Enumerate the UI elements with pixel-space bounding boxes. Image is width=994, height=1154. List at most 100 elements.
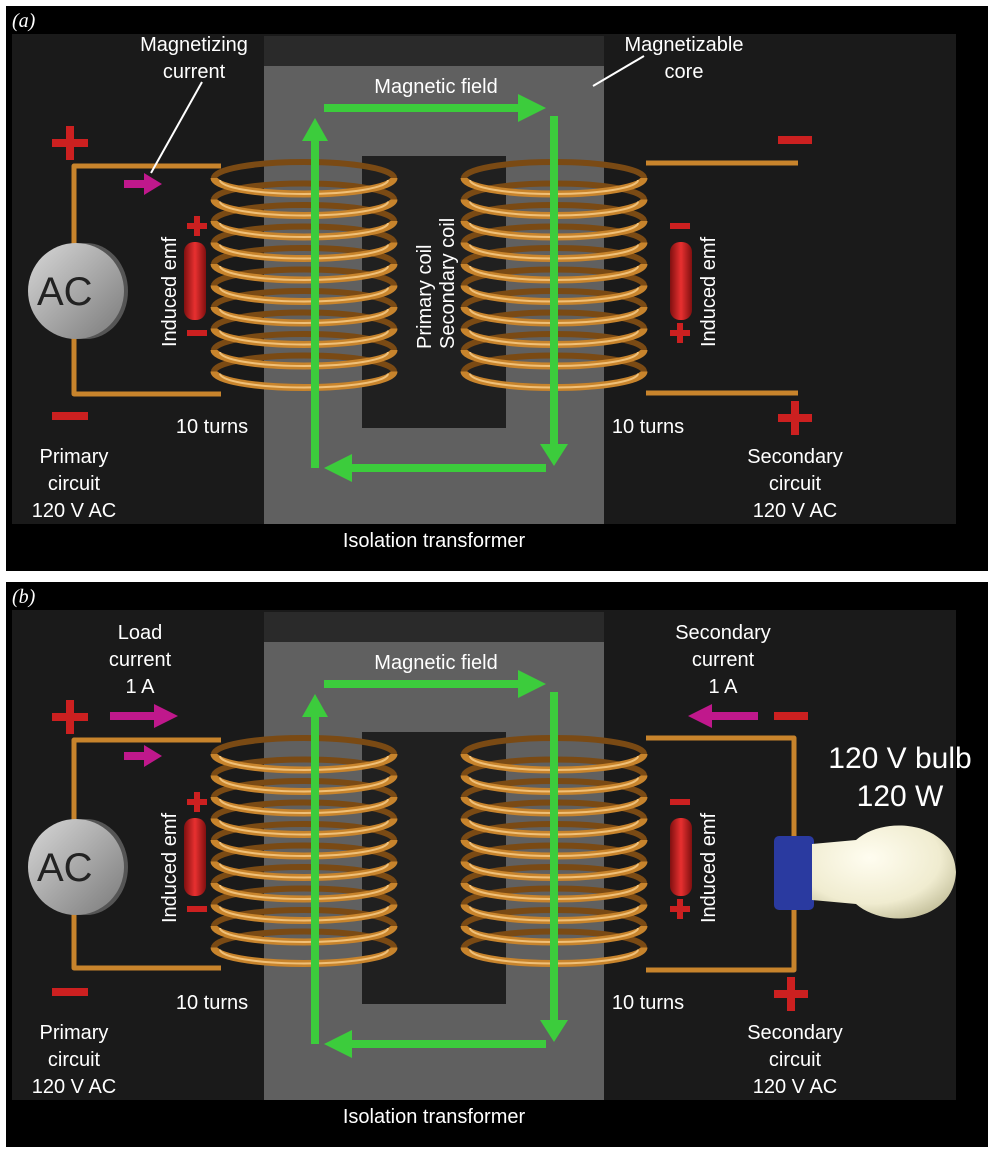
minus-sign [778, 136, 812, 144]
core-top-laminations [264, 36, 604, 66]
ac-source [28, 243, 128, 339]
magnetizing-current-label: Magnetizing current [140, 34, 248, 83]
emf-cylinder-primary [184, 818, 206, 896]
field-arrow-up [302, 118, 328, 468]
panel-letter-a: (a) [12, 10, 36, 32]
primary-coil-winding-back [211, 202, 397, 222]
primary-wire [71, 163, 221, 397]
transformer-drawing-b [12, 610, 956, 1100]
primary-coil-winding-highlight [219, 373, 389, 389]
secondary-current-label: Secondary current 1 A [675, 622, 771, 698]
secondary-coil-label: Secondary coil [437, 217, 459, 349]
minus-sign [774, 712, 808, 720]
induced-emf-primary-label: Induced emf [159, 236, 181, 347]
primary-coil-winding-highlight [219, 308, 389, 324]
primary-turns-label: 10 turns [175, 416, 249, 438]
primary-coil-winding-back [211, 799, 397, 820]
magnetizable-core-label: Magnetizable core [624, 34, 744, 83]
ac-label: AC [37, 846, 93, 890]
secondary-turns-label: 10 turns [611, 416, 685, 438]
induced-emf-primary-label: Induced emf [159, 812, 181, 923]
primary-coil-winding-highlight [219, 265, 389, 281]
primary-wire [71, 737, 221, 971]
primary-coil-winding-highlight [219, 798, 389, 814]
primary-coil-label: Primary coil [414, 244, 436, 349]
primary-coil-winding-highlight [219, 330, 389, 346]
load-current-label: Load current 1 A [108, 622, 172, 698]
primary-circuit-label: Primary circuit 120 V AC [31, 446, 117, 522]
induced-emf-secondary-label: Induced emf [698, 236, 720, 347]
panel-a: (a) Magnetizing current Magnetizable cor… [6, 6, 988, 571]
primary-coil-winding-highlight [219, 755, 389, 771]
minus-sign [670, 799, 690, 805]
field-arrow-up [302, 694, 328, 1044]
transformer-drawing-a [12, 34, 956, 524]
plus-sign [774, 977, 808, 1011]
primary-coil-winding-back [211, 756, 397, 777]
primary-coil-winding-back [211, 778, 397, 798]
primary-coil-winding-highlight [219, 179, 389, 195]
ac-label: AC [37, 270, 93, 314]
primary-coil-winding-back [211, 821, 397, 841]
plus-sign [187, 216, 207, 236]
plus-sign [187, 792, 207, 812]
plus-sign [670, 899, 690, 919]
primary-coil-winding-highlight [219, 777, 389, 793]
magnetizing-current-arrow [124, 173, 162, 195]
load-current-arrow [110, 704, 178, 728]
magnetic-field-arrows [302, 94, 568, 482]
bulb-glass [812, 825, 956, 919]
secondary-wire [646, 735, 797, 973]
emf-cylinder-secondary [670, 242, 692, 320]
field-arrow-down [540, 116, 568, 466]
primary-coil-winding-back [211, 928, 397, 949]
primary-coil-winding-highlight [219, 351, 389, 367]
caption: Isolation transformer [342, 530, 526, 552]
primary-coil-winding-highlight [219, 863, 389, 879]
primary-circuit-label: Primary circuit 120 V AC [31, 1022, 117, 1098]
emf-cylinder-primary [184, 242, 206, 320]
primary-coil-winding-back [211, 907, 397, 927]
primary-coil-winding-highlight [219, 287, 389, 303]
primary-coil-winding-highlight [219, 927, 389, 943]
field-arrow-down [540, 692, 568, 1042]
primary-coil-winding-back [211, 352, 397, 373]
minus-sign [52, 988, 88, 996]
caption: Isolation transformer [342, 1106, 526, 1128]
field-arrow-right [324, 670, 546, 698]
light-bulb [774, 825, 956, 919]
primary-coil-winding-highlight [219, 841, 389, 857]
minus-sign [670, 223, 690, 229]
primary-turns-label: 10 turns [175, 992, 249, 1014]
bulb-label: 120 V bulb 120 W [828, 742, 972, 813]
minus-sign [187, 330, 207, 336]
plus-sign [670, 323, 690, 343]
bulb-base [774, 836, 814, 910]
primary-coil-winding-back [211, 309, 397, 330]
magnetic-field-label: Magnetic field [374, 76, 498, 98]
field-arrow-left [324, 1030, 546, 1058]
polarity-signs [52, 700, 808, 1011]
core-top-laminations [264, 612, 604, 642]
field-arrow-left [324, 454, 546, 482]
secondary-turns-label: 10 turns [611, 992, 685, 1014]
primary-coil-winding-back [211, 159, 397, 179]
primary-coil-winding-highlight [219, 820, 389, 836]
primary-coil-winding-back [211, 223, 397, 244]
primary-coil-winding-back [211, 885, 397, 906]
panel-b: (b) Load current 1 A Secondary current 1… [6, 582, 988, 1147]
plus-sign [778, 401, 812, 435]
minus-sign [52, 412, 88, 420]
magnetic-field-arrows [302, 670, 568, 1058]
polarity-signs [52, 126, 812, 435]
magnetic-field-label: Magnetic field [374, 652, 498, 674]
secondary-circuit-label: Secondary circuit 120 V AC [747, 1022, 843, 1098]
primary-coil-winding-back [211, 864, 397, 884]
ac-source [28, 819, 128, 915]
primary-coil-winding-back [211, 245, 397, 265]
primary-coil-winding-back [211, 331, 397, 351]
primary-coil-winding-back [211, 842, 397, 863]
panel-letter-b: (b) [12, 586, 36, 608]
primary-coil-winding-highlight [219, 222, 389, 238]
emf-cylinder-secondary [670, 818, 692, 896]
